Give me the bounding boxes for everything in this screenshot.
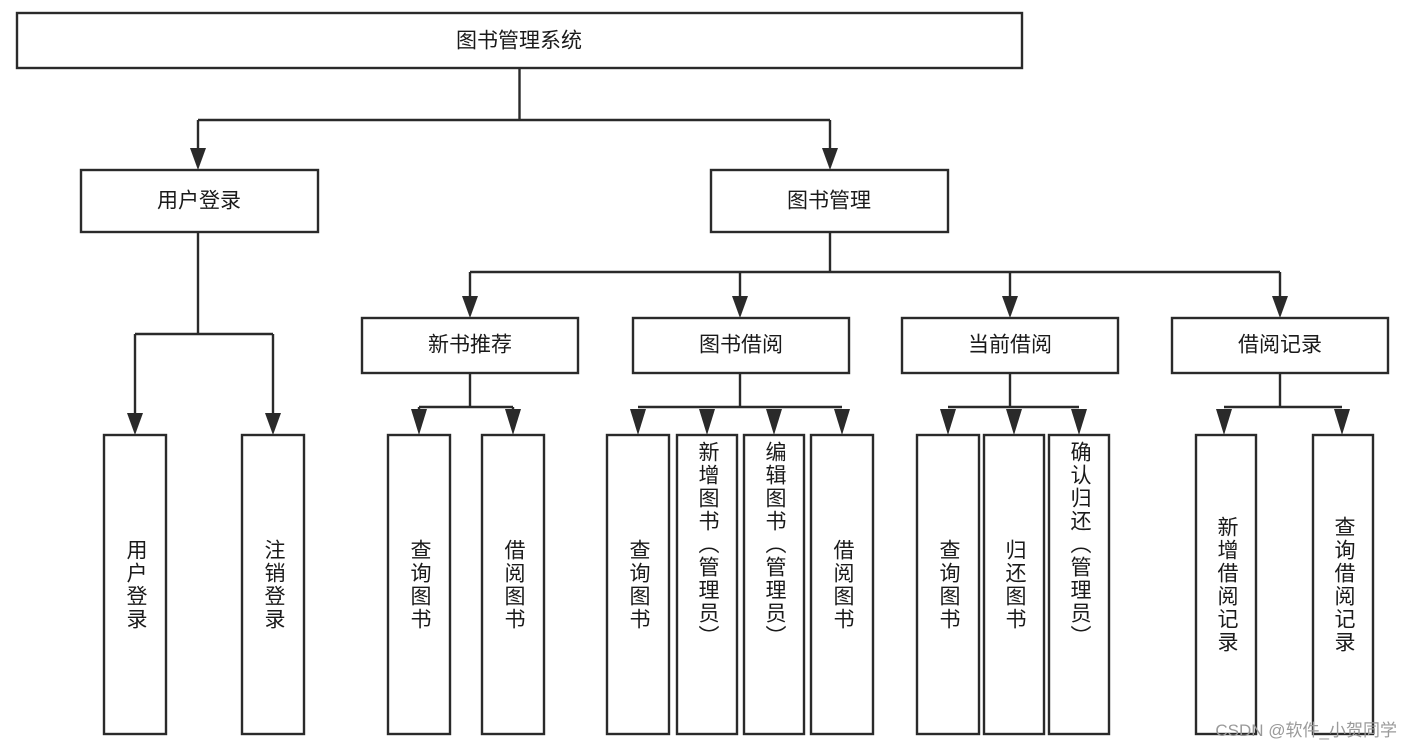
arrow-head-leaf-return-book	[1006, 409, 1022, 435]
node-borrow-record-box[interactable]	[1170, 316, 1390, 375]
connector-group-book-manage	[462, 232, 1288, 318]
connector-group-book-borrow	[630, 373, 850, 435]
node-leaf-query-book-2-box[interactable]	[605, 433, 671, 736]
node-borrow-record-label: 借阅记录	[1238, 334, 1322, 357]
node-leaf-query-book-3-box[interactable]	[915, 433, 981, 736]
connector-group-current-borrow	[940, 373, 1087, 435]
node-user-login-box[interactable]	[79, 168, 320, 234]
arrow-head-borrow-record	[1272, 296, 1288, 318]
connector-group-new-book-recommend	[411, 373, 521, 435]
node-leaf-add-record-box[interactable]	[1194, 433, 1258, 736]
node-leaf-query-book-1-box[interactable]	[386, 433, 452, 736]
arrow-head-leaf-logout-login	[265, 413, 281, 435]
node-book-borrow[interactable]: 图书借阅	[631, 316, 851, 375]
node-leaf-logout-login-box[interactable]	[240, 433, 306, 736]
node-root[interactable]: 图书管理系统	[15, 11, 1024, 70]
node-new-book-recommend-label: 新书推荐	[428, 334, 512, 357]
node-user-login-label: 用户登录	[157, 190, 241, 213]
node-leaf-confirm-return-box[interactable]	[1047, 433, 1111, 736]
node-book-manage[interactable]: 图书管理	[709, 168, 950, 234]
arrow-head-leaf-add-book	[699, 409, 715, 435]
node-leaf-user-login-box[interactable]	[102, 433, 168, 736]
arrow-head-leaf-add-record	[1216, 409, 1232, 435]
node-current-borrow-label: 当前借阅	[968, 334, 1052, 357]
arrow-head-leaf-query-record	[1334, 409, 1350, 435]
node-leaf-return-book-box[interactable]	[982, 433, 1046, 736]
node-user-login[interactable]: 用户登录	[79, 168, 320, 234]
arrow-head-current-borrow	[1002, 296, 1018, 318]
arrow-head-book-manage	[822, 148, 838, 170]
arrow-head-leaf-query-book-1	[411, 409, 427, 435]
node-leaf-borrow-book-1-box[interactable]	[480, 433, 546, 736]
connector-group-borrow-record	[1216, 373, 1350, 435]
arrow-head-leaf-query-book-3	[940, 409, 956, 435]
node-current-borrow-box[interactable]	[900, 316, 1120, 375]
arrow-head-leaf-user-login	[127, 413, 143, 435]
node-leaf-add-book-box[interactable]	[675, 433, 739, 736]
node-root-label: 图书管理系统	[456, 30, 582, 53]
node-book-borrow-box[interactable]	[631, 316, 851, 375]
node-leaf-query-record-box[interactable]	[1311, 433, 1375, 736]
arrow-head-book-borrow	[732, 296, 748, 318]
arrow-head-leaf-edit-book	[766, 409, 782, 435]
arrow-head-leaf-query-book-2	[630, 409, 646, 435]
arrow-head-leaf-confirm-return	[1071, 409, 1087, 435]
node-new-book-recommend-box[interactable]	[360, 316, 580, 375]
node-current-borrow[interactable]: 当前借阅	[900, 316, 1120, 375]
connector-group-root	[190, 68, 838, 170]
arrow-head-leaf-borrow-book-1	[505, 409, 521, 435]
node-new-book-recommend[interactable]: 新书推荐	[360, 316, 580, 375]
arrow-head-new-book-recommend	[462, 296, 478, 318]
node-leaf-borrow-book-2-box[interactable]	[809, 433, 875, 736]
node-leaf-edit-book-box[interactable]	[742, 433, 806, 736]
node-root-box[interactable]	[15, 11, 1024, 70]
arrow-head-user-login	[190, 148, 206, 170]
arrow-head-leaf-borrow-book-2	[834, 409, 850, 435]
node-book-manage-box[interactable]	[709, 168, 950, 234]
connector-group-user-login	[127, 232, 281, 435]
node-book-borrow-label: 图书借阅	[699, 334, 783, 357]
node-book-manage-label: 图书管理	[787, 190, 871, 213]
node-borrow-record[interactable]: 借阅记录	[1170, 316, 1390, 375]
